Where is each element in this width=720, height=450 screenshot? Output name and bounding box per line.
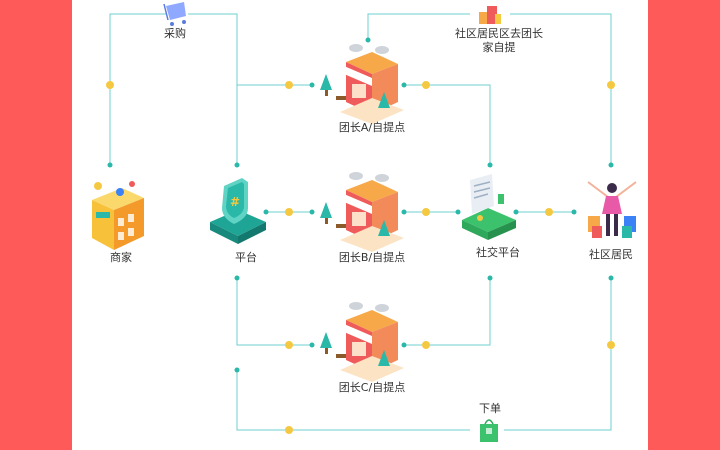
svg-text:#: #: [230, 195, 240, 209]
leader-b-label: 团长B/自提点: [338, 251, 406, 264]
leader-c-label: 团长C/自提点: [338, 381, 406, 394]
teal-dot: [571, 209, 577, 215]
pickup-label-line2: 家自提: [482, 41, 516, 54]
merchant-building-icon: [92, 181, 144, 250]
teal-dot: [234, 275, 240, 281]
order-label: 下单: [479, 402, 501, 415]
teal-dot: [608, 162, 614, 168]
merchant-label: 商家: [110, 251, 132, 264]
teal-dot: [234, 162, 240, 168]
storefront-icon: [320, 302, 404, 382]
teal-dot: [455, 209, 461, 215]
connector-lines: [109, 13, 612, 431]
edge-leader-c-social: [404, 278, 491, 346]
shopper-icon: [587, 181, 637, 238]
edge-order-platform: [236, 370, 470, 431]
platform-shield-icon: #: [210, 178, 266, 244]
dot-c-right: [422, 341, 430, 349]
teal-dot: [107, 162, 113, 168]
teal-dot: [401, 209, 407, 215]
dot-c-left: [285, 341, 293, 349]
teal-dot: [263, 209, 269, 215]
dot-merchant: [106, 81, 114, 89]
teal-dot: [309, 82, 315, 88]
platform-label: 平台: [235, 251, 257, 264]
edge-platform-leader-c: [236, 278, 312, 346]
purchase-label: 采购: [164, 27, 186, 40]
social-board-icon: [462, 174, 516, 240]
flow-diagram-canvas: #: [72, 0, 648, 450]
dot-a-right: [422, 81, 430, 89]
teal-dot: [487, 162, 493, 168]
edge-purchase-platform: [188, 13, 238, 165]
edge-merchant-purchase: [109, 13, 166, 165]
leader-a-label: 团长A/自提点: [338, 121, 406, 134]
teal-dot: [401, 82, 407, 88]
edge-pickup-leader-a: [367, 13, 470, 40]
residents-label: 社区居民: [589, 248, 633, 261]
dot-social-right: [545, 208, 553, 216]
storefront-icon: [320, 172, 404, 252]
shopping-cart-icon: [163, 2, 186, 26]
teal-dot: [487, 275, 493, 281]
teal-dot: [309, 209, 315, 215]
teal-dot: [513, 209, 519, 215]
dot-residents: [607, 81, 615, 89]
teal-dot: [309, 342, 315, 348]
pickup-label-line1: 社区居民区去团长: [455, 27, 543, 40]
teal-dot: [401, 342, 407, 348]
dot-order: [285, 426, 293, 434]
teal-dot: [234, 367, 240, 373]
teal-dot: [365, 37, 371, 43]
dot-a-left: [285, 81, 293, 89]
connector-layer: #: [92, 2, 637, 442]
dot-b-right: [422, 208, 430, 216]
shopping-bag-icon: [480, 419, 498, 442]
social-platform-label: 社交平台: [476, 246, 520, 259]
teal-dot: [608, 275, 614, 281]
edge-residents-order: [504, 278, 612, 431]
connector-dots: [106, 37, 615, 434]
dot-residents-lower: [607, 341, 615, 349]
gift-boxes-icon: [479, 6, 501, 24]
storefront-icon: [320, 44, 404, 124]
edge-residents-pickup: [510, 13, 612, 165]
edge-leader-a-social: [404, 84, 491, 165]
dot-b-left: [285, 208, 293, 216]
